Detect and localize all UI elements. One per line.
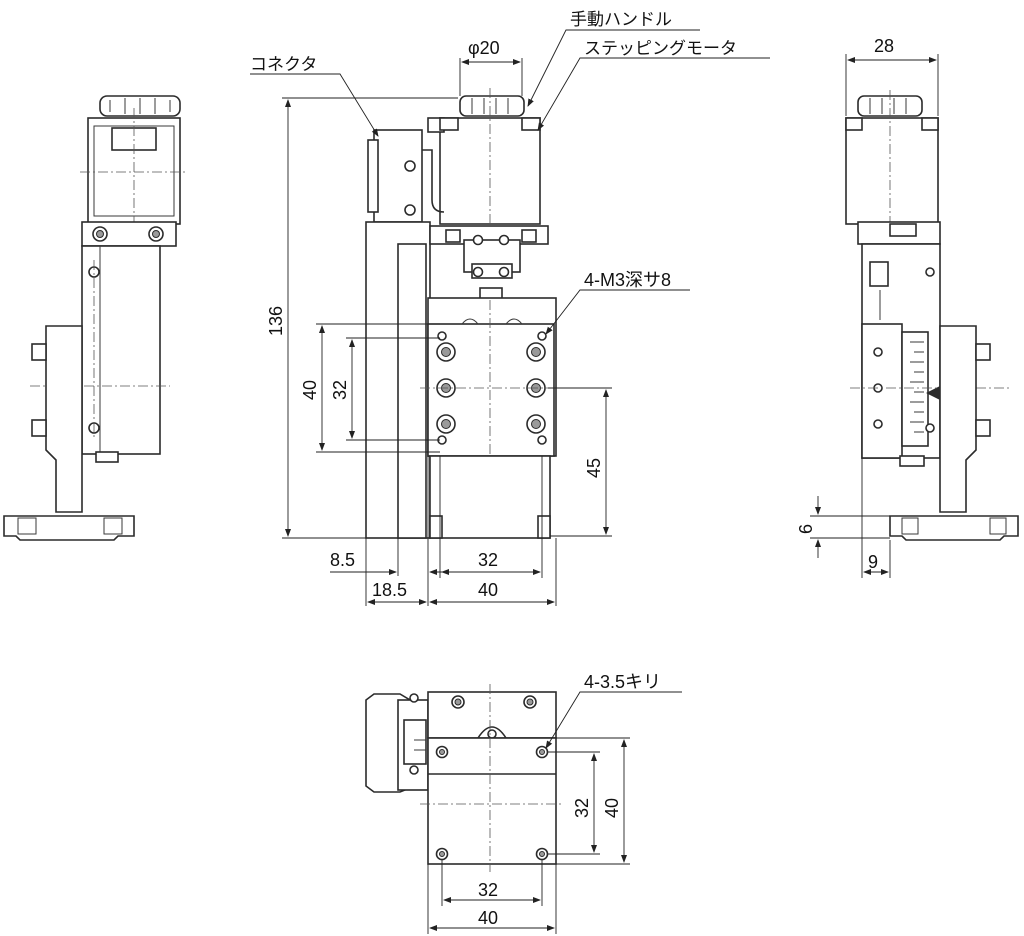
dim-28: 28 [874, 36, 894, 56]
dim-18-5: 18.5 [372, 580, 407, 600]
dim-40-front-vertical: 40 [300, 380, 320, 400]
dim-40-top-horizontal: 40 [478, 908, 498, 928]
dim-40-front-horizontal: 40 [478, 580, 498, 600]
counterbore-hole-icon [436, 342, 546, 434]
dim-phi20: φ20 [468, 38, 500, 58]
right-side-view [845, 90, 1019, 541]
label-through-holes: 4-3.5キリ [584, 672, 661, 692]
scale-ticks-icon [910, 341, 940, 433]
dim-6: 6 [796, 524, 816, 534]
dim-32-front-vertical: 32 [330, 380, 350, 400]
annotations: 手動ハンドル ステッピングモータ コネクタ 4-M3深サ8 4-3.5キリ φ2… [250, 10, 894, 928]
dim-136: 136 [266, 306, 286, 336]
dim-45: 45 [584, 458, 604, 478]
dim-9: 9 [868, 552, 878, 572]
front-view [365, 88, 564, 539]
bolt-icon [92, 226, 164, 242]
dim-8-5: 8.5 [330, 550, 355, 570]
dim-40-top-vertical: 40 [602, 798, 622, 818]
leader-lines [250, 29, 770, 749]
label-tapped-holes: 4-M3深サ8 [584, 270, 671, 290]
dim-32-top-vertical: 32 [572, 798, 592, 818]
tapped-hole-icon [437, 331, 547, 445]
label-stepping-motor: ステッピングモータ [584, 39, 737, 59]
label-manual-handle: 手動ハンドル [570, 10, 672, 30]
label-connector: コネクタ [250, 55, 317, 75]
dim-32-front-horizontal: 32 [478, 550, 498, 570]
through-hole-icon [435, 745, 549, 861]
dim-32-top-horizontal: 32 [478, 880, 498, 900]
dimension-lines [282, 54, 939, 934]
top-view [365, 684, 564, 872]
left-side-view [3, 95, 188, 541]
